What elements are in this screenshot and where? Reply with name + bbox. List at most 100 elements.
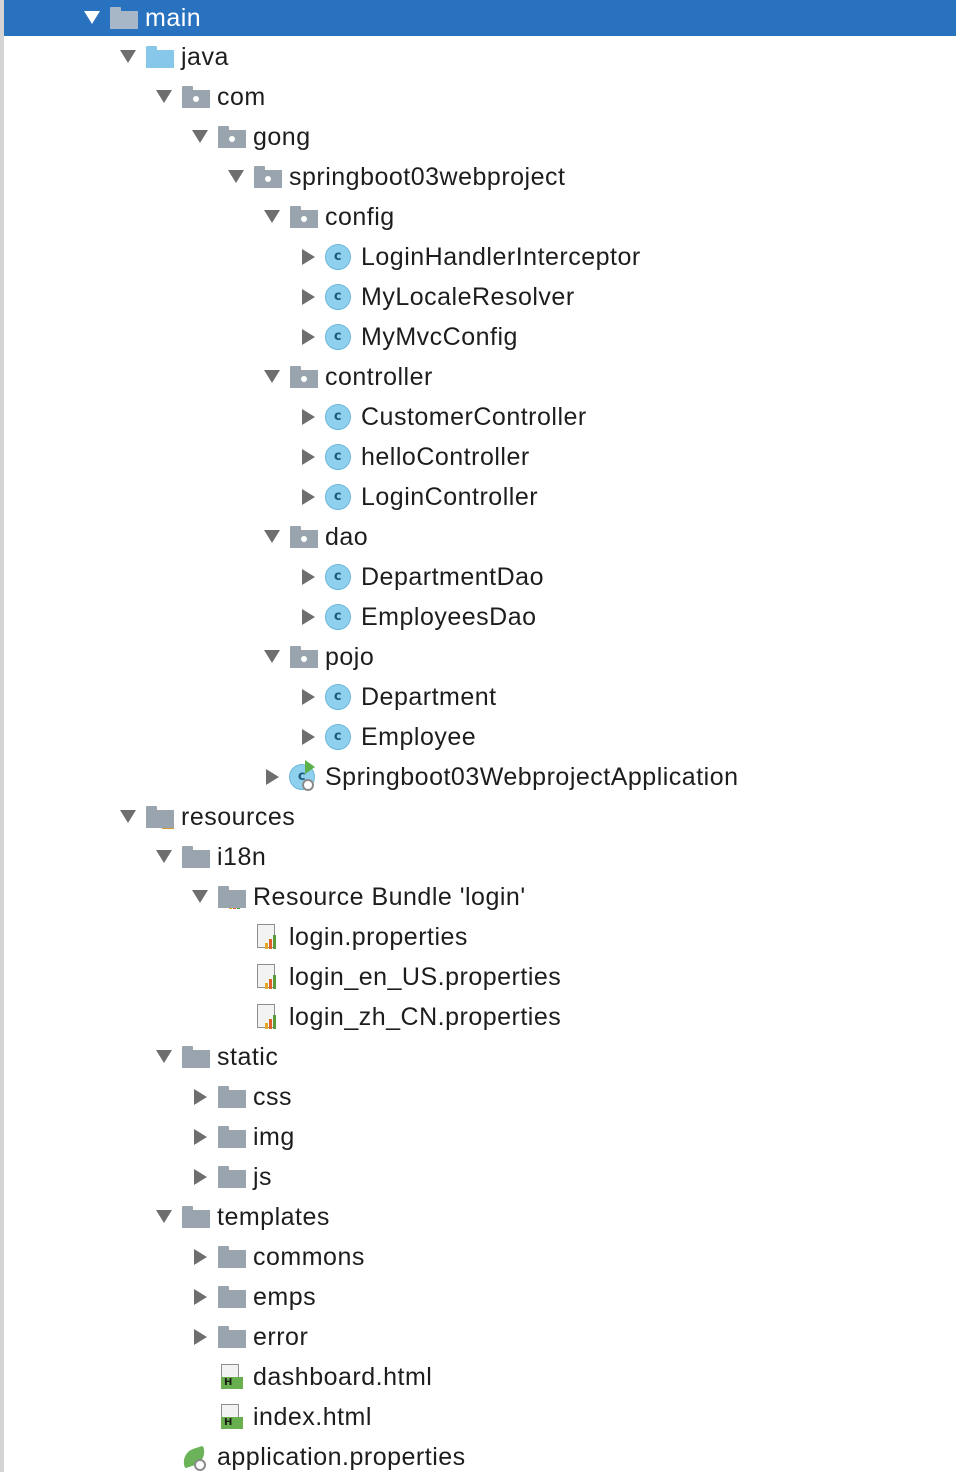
- package-icon: [288, 637, 324, 677]
- tree-item-com[interactable]: com: [4, 77, 956, 117]
- package-icon: [216, 117, 252, 157]
- expand-arrow-icon[interactable]: [252, 197, 288, 237]
- tree-item-commons[interactable]: commons: [4, 1237, 956, 1277]
- tree-item-main[interactable]: main: [4, 0, 956, 36]
- tree-item-java[interactable]: java: [4, 37, 956, 77]
- tree-item-dao[interactable]: dao: [4, 517, 956, 557]
- tree-item-label: pojo: [325, 642, 375, 671]
- expand-arrow-icon[interactable]: [144, 1037, 180, 1077]
- collapse-arrow-icon[interactable]: [180, 1237, 216, 1277]
- tree-item-login-properties[interactable]: login.properties: [4, 917, 956, 957]
- tree-item-label: commons: [253, 1242, 365, 1271]
- tree-item-label: dashboard.html: [253, 1362, 433, 1391]
- collapse-arrow-icon[interactable]: [180, 1277, 216, 1317]
- collapse-arrow-icon[interactable]: [288, 317, 324, 357]
- class-icon: c: [324, 557, 360, 597]
- tree-item-config[interactable]: config: [4, 197, 956, 237]
- tree-item-templates[interactable]: templates: [4, 1197, 956, 1237]
- class-icon: c: [324, 237, 360, 277]
- tree-item-label: application.properties: [217, 1442, 466, 1471]
- tree-item-img[interactable]: img: [4, 1117, 956, 1157]
- tree-item-controller[interactable]: controller: [4, 357, 956, 397]
- expand-arrow-icon[interactable]: [144, 1197, 180, 1237]
- expand-arrow-icon[interactable]: [108, 797, 144, 837]
- class-icon: c: [324, 437, 360, 477]
- folder-icon: [216, 1237, 252, 1277]
- collapse-arrow-icon[interactable]: [288, 677, 324, 717]
- tree-spacer: [216, 957, 252, 997]
- tree-item-i18n[interactable]: i18n: [4, 837, 956, 877]
- expand-arrow-icon[interactable]: [144, 77, 180, 117]
- tree-item-label: MyLocaleResolver: [361, 282, 575, 311]
- collapse-arrow-icon[interactable]: [180, 1077, 216, 1117]
- tree-item-pojo[interactable]: pojo: [4, 637, 956, 677]
- package-icon: [288, 197, 324, 237]
- tree-item-label: img: [253, 1122, 295, 1151]
- expand-arrow-icon[interactable]: [144, 837, 180, 877]
- collapse-arrow-icon[interactable]: [252, 757, 288, 797]
- collapse-arrow-icon[interactable]: [288, 277, 324, 317]
- expand-arrow-icon[interactable]: [252, 517, 288, 557]
- tree-item-label: Department: [361, 682, 497, 711]
- expand-arrow-icon[interactable]: [108, 37, 144, 77]
- collapse-arrow-icon[interactable]: [288, 437, 324, 477]
- expand-arrow-icon[interactable]: [216, 157, 252, 197]
- tree-left-edge: [0, 0, 4, 1472]
- tree-item-error[interactable]: error: [4, 1317, 956, 1357]
- collapse-arrow-icon[interactable]: [288, 717, 324, 757]
- collapse-arrow-icon[interactable]: [180, 1157, 216, 1197]
- tree-item-label: static: [217, 1042, 279, 1071]
- tree-item-css[interactable]: css: [4, 1077, 956, 1117]
- collapse-arrow-icon[interactable]: [180, 1317, 216, 1357]
- expand-arrow-icon[interactable]: [252, 637, 288, 677]
- collapse-arrow-icon[interactable]: [288, 477, 324, 517]
- package-icon: [180, 77, 216, 117]
- tree-item-label: main: [145, 3, 202, 32]
- expand-arrow-icon[interactable]: [180, 877, 216, 917]
- folder-icon: [180, 1197, 216, 1237]
- tree-item-label: EmployeesDao: [361, 602, 537, 631]
- expand-arrow-icon[interactable]: [180, 117, 216, 157]
- properties-file-icon: [252, 917, 288, 957]
- tree-item-login-en-us-properties[interactable]: login_en_US.properties: [4, 957, 956, 997]
- tree-item-login-zh-cn-properties[interactable]: login_zh_CN.properties: [4, 997, 956, 1037]
- tree-item-label: index.html: [253, 1402, 372, 1431]
- tree-item-label: MyMvcConfig: [361, 322, 518, 351]
- tree-item-label: com: [217, 82, 266, 111]
- tree-item-label: templates: [217, 1202, 330, 1231]
- collapse-arrow-icon[interactable]: [288, 557, 324, 597]
- expand-arrow-icon[interactable]: [252, 357, 288, 397]
- collapse-arrow-icon[interactable]: [288, 237, 324, 277]
- expand-arrow-icon[interactable]: [72, 0, 108, 38]
- tree-item-label: helloController: [361, 442, 530, 471]
- tree-item-js[interactable]: js: [4, 1157, 956, 1197]
- tree-item-label: login.properties: [289, 922, 468, 951]
- collapse-arrow-icon[interactable]: [288, 397, 324, 437]
- tree-item-application-properties[interactable]: application.properties: [4, 1437, 956, 1477]
- tree-spacer: [216, 997, 252, 1037]
- tree-item-label: gong: [253, 122, 311, 151]
- tree-item-resource-bundle-login[interactable]: Resource Bundle 'login': [4, 877, 956, 917]
- tree-item-label: Resource Bundle 'login': [253, 882, 526, 911]
- collapse-arrow-icon[interactable]: [180, 1117, 216, 1157]
- tree-item-gong[interactable]: gong: [4, 117, 956, 157]
- tree-item-emps[interactable]: emps: [4, 1277, 956, 1317]
- collapse-arrow-icon[interactable]: [288, 597, 324, 637]
- tree-item-springboot03webproject[interactable]: springboot03webproject: [4, 157, 956, 197]
- class-icon: c: [324, 397, 360, 437]
- tree-item-resources[interactable]: resources: [4, 797, 956, 837]
- tree-item-static[interactable]: static: [4, 1037, 956, 1077]
